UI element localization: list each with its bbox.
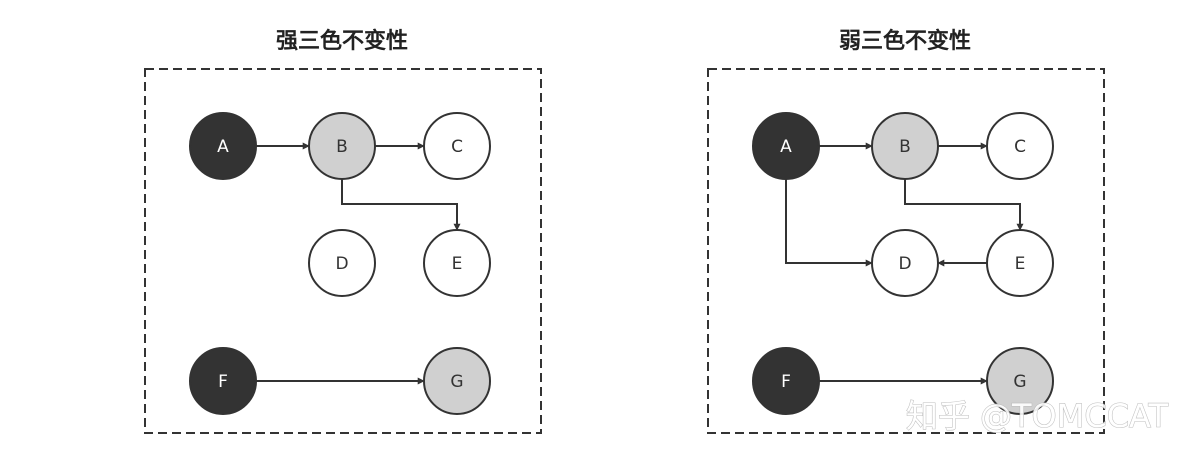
panel-title-weak: 弱三色不变性 [839,28,971,54]
node-label-weak-d: D [898,254,911,274]
node-weak-b: B [871,112,939,180]
panel-strong: 强三色不变性 A B C D E F G [144,28,542,434]
node-weak-e: E [986,229,1054,297]
panel-title-strong: 强三色不变性 [276,28,408,54]
panel-frame-strong [144,68,542,434]
panel-weak: 弱三色不变性 A B C D E F G [707,28,1105,434]
node-circle-strong-g [423,347,491,415]
node-strong-f: F [189,347,257,415]
node-strong-e: E [423,229,491,297]
node-label-strong-g: G [450,372,463,392]
edges-strong [256,142,461,385]
node-circle-strong-f [189,347,257,415]
node-label-weak-f: F [781,372,791,392]
node-circle-strong-a [189,112,257,180]
watermark-text: 知乎 @TOMCCAT [906,397,1169,435]
node-strong-c: C [423,112,491,180]
nodes-weak: A B C D E F G [752,112,1054,415]
node-circle-weak-b [871,112,939,180]
node-circle-strong-c [423,112,491,180]
node-circle-strong-e [423,229,491,297]
node-weak-c: C [986,112,1054,180]
edge-weak-a-to-d [785,179,873,267]
node-weak-a: A [752,112,820,180]
node-weak-f: F [752,347,820,415]
node-weak-d: D [871,229,939,297]
node-circle-weak-c [986,112,1054,180]
node-label-strong-c: C [451,137,463,157]
node-circle-weak-f [752,347,820,415]
node-label-weak-g: G [1013,372,1026,392]
node-label-strong-a: A [217,137,229,157]
node-label-weak-c: C [1014,137,1026,157]
node-label-strong-e: E [452,254,463,274]
node-strong-g: G [423,347,491,415]
node-circle-weak-g [986,347,1054,415]
node-circle-strong-d [308,229,376,297]
edge-strong-b-to-e [341,179,461,231]
node-label-strong-f: F [218,372,228,392]
node-strong-b: B [308,112,376,180]
node-circle-weak-a [752,112,820,180]
edges-weak [785,142,1024,385]
node-circle-strong-b [308,112,376,180]
edge-weak-b-to-e [904,179,1024,231]
node-label-weak-e: E [1015,254,1026,274]
node-label-strong-b: B [336,137,348,157]
node-circle-weak-d [871,229,939,297]
node-strong-a: A [189,112,257,180]
nodes-strong: A B C D E F G [189,112,491,415]
node-label-strong-d: D [335,254,348,274]
node-weak-g: G [986,347,1054,415]
node-circle-weak-e [986,229,1054,297]
node-label-weak-a: A [780,137,792,157]
node-label-weak-b: B [899,137,911,157]
panel-frame-weak [707,68,1105,434]
node-strong-d: D [308,229,376,297]
